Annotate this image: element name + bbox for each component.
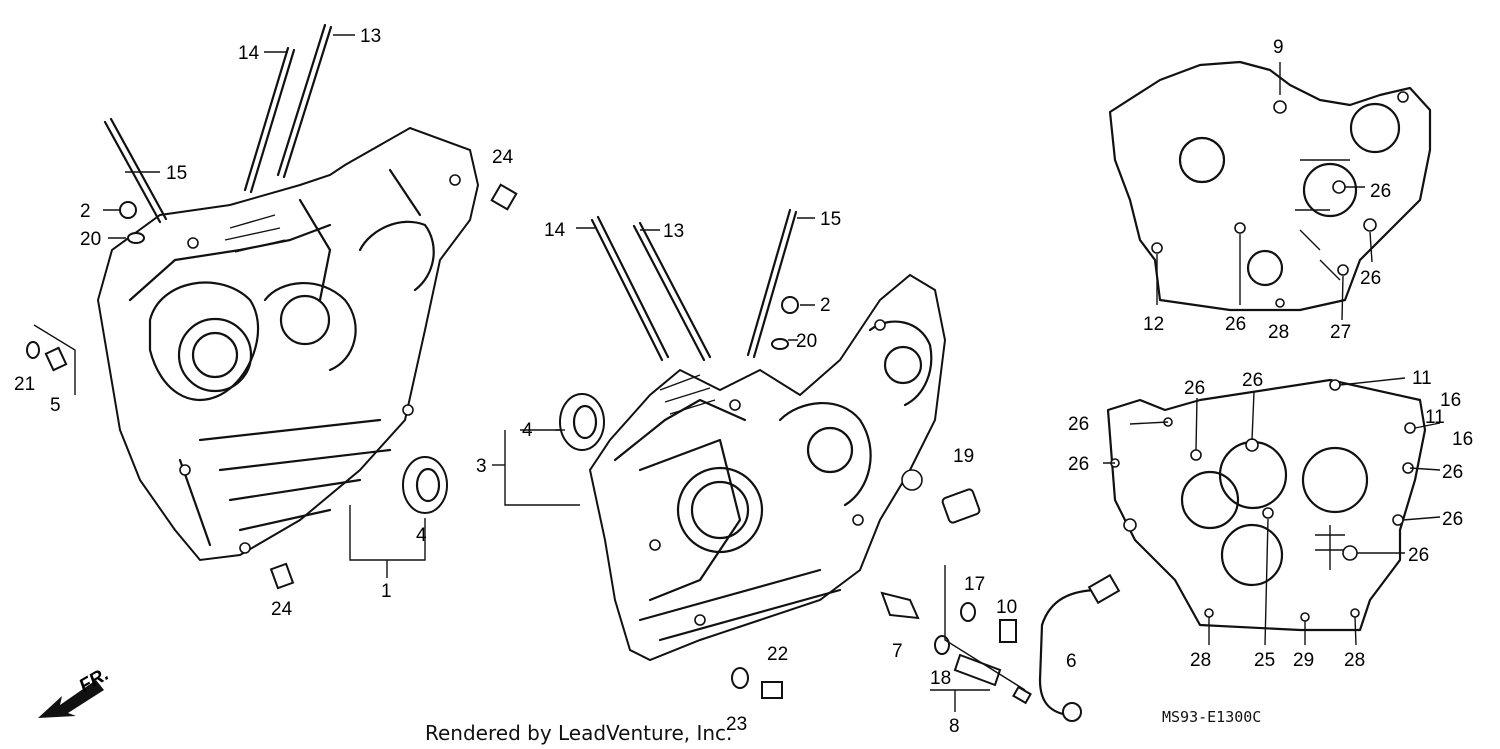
callout-20-left: 20 [80,229,101,250]
callout-28-lower-left: 28 [1190,650,1211,671]
callout-15-left: 15 [166,163,187,184]
callout-26-lower-c: 26 [1068,414,1089,435]
callout-14-right: 14 [544,220,566,241]
callout-26-lower-f: 26 [1442,509,1463,530]
right-crankcase-drawing [588,273,947,662]
callout-23: 23 [726,714,747,735]
callout-13-left: 13 [360,26,381,47]
callout-24-bottom: 24 [271,599,293,620]
callout-11-bottom: 11 [1425,407,1445,428]
oil-seals [402,393,605,514]
callout-26-upper-a: 26 [1370,181,1391,202]
callout-12: 12 [1143,314,1164,335]
callout-10: 10 [996,597,1017,618]
callout-25: 25 [1254,650,1275,671]
callout-20-right: 20 [796,331,817,352]
sensor-harness [1012,573,1121,722]
callout-3: 3 [476,456,487,477]
dowel-pins [44,183,981,590]
callout-13-right: 13 [663,221,684,242]
callout-11-top: 11 [1412,368,1432,389]
stud-bolts [103,23,798,362]
callout-22: 22 [767,644,788,665]
callout-2-right: 2 [820,295,831,316]
callout-6: 6 [1066,651,1077,672]
callout-28-upper: 28 [1268,322,1289,343]
callout-26-upper-c: 26 [1225,314,1246,335]
diagram-code: MS93-E1300C [1162,708,1261,726]
callout-labels: 1 2 2 3 4 4 5 6 7 8 9 10 11 11 12 13 13 … [14,26,1473,737]
callout-1: 1 [381,581,392,602]
callout-26-lower-e: 26 [1442,462,1463,483]
callout-7: 7 [892,641,903,662]
upper-gasket-drawing [1108,60,1432,312]
callout-27: 27 [1330,322,1351,343]
callout-18: 18 [930,668,951,689]
left-crankcase-drawing [96,126,480,562]
callout-16-bottom: 16 [1452,429,1473,450]
callout-15-right: 15 [820,209,841,230]
callout-29: 29 [1293,650,1314,671]
callout-26-lower-b: 26 [1242,370,1263,391]
leader-lines [33,34,1441,712]
callout-28-lower-right: 28 [1344,650,1365,671]
callout-19: 19 [953,446,974,467]
callout-8: 8 [949,716,960,737]
callout-16-top: 16 [1440,390,1461,411]
small-fasteners [26,201,1017,699]
callout-21: 21 [14,374,35,395]
callout-14-left: 14 [238,43,260,64]
callout-26-lower-g: 26 [1408,545,1429,566]
callout-5: 5 [50,395,61,416]
callout-17: 17 [964,574,985,595]
callout-26-upper-b: 26 [1360,268,1381,289]
callout-4-left: 4 [416,525,427,546]
front-arrow-icon [38,680,104,718]
callout-2-left: 2 [80,201,91,222]
callout-4-right: 4 [522,420,533,441]
render-credit: Rendered by LeadVenture, Inc. [425,721,732,745]
callout-26-lower-a: 26 [1184,378,1205,399]
callout-9: 9 [1273,37,1284,58]
callout-26-lower-d: 26 [1068,454,1089,475]
callout-24-top: 24 [492,147,514,168]
